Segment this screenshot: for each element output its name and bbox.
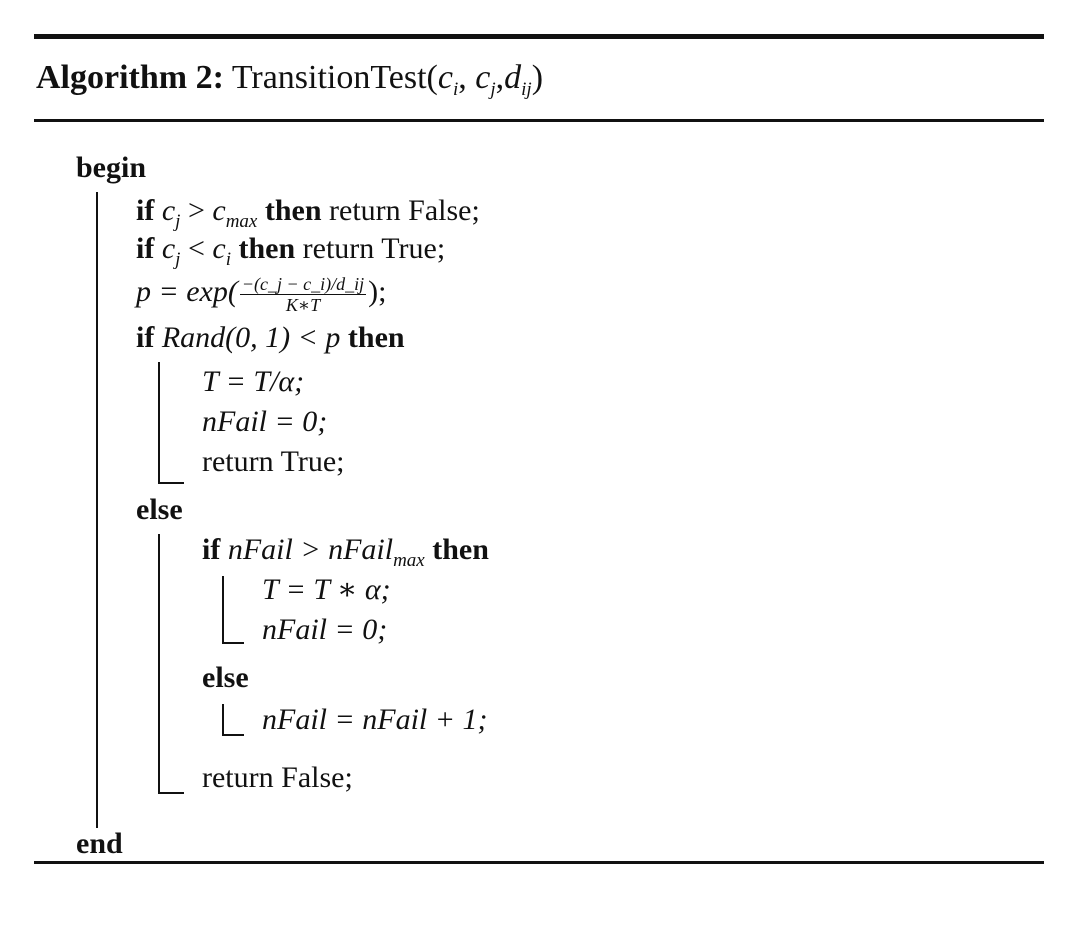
line-if-ci: if cj < ci then return True; <box>136 232 446 270</box>
else-block-bar <box>158 534 160 794</box>
param-d-ij: d <box>504 59 522 96</box>
param-c-i: c <box>437 59 453 96</box>
then-block-foot <box>158 482 184 484</box>
line-if-nfail: if nFail > nFailmax then <box>202 533 489 571</box>
bottom-rule <box>34 861 1044 864</box>
inner-then-foot <box>222 642 244 644</box>
algorithm-caption: Algorithm 2: TransitionTest(ci, cj,dij) <box>36 59 544 100</box>
line-return-false: return False; <box>202 761 353 794</box>
line-nfail-reset-1: nFail = 0; <box>202 405 328 438</box>
line-return-true: return True; <box>202 445 345 478</box>
caption-rule <box>34 119 1044 122</box>
algorithm-label: Algorithm 2: <box>36 59 224 96</box>
line-nfail-increment: nFail = nFail + 1; <box>262 703 488 736</box>
begin-block-bar <box>96 192 98 828</box>
inner-then-bar <box>222 576 224 644</box>
inner-else-bar <box>222 704 224 736</box>
param-c-j: c <box>475 59 491 96</box>
line-if-cmax: if cj > cmax then return False; <box>136 194 480 232</box>
else-keyword-outer: else <box>136 493 183 526</box>
line-temp-multiply: T = T ∗ α; <box>262 573 391 606</box>
end-keyword: end <box>76 827 123 860</box>
else-block-foot <box>158 792 184 794</box>
params-open: ( <box>426 59 438 96</box>
line-temp-divide: T = T/α; <box>202 365 305 398</box>
inner-else-foot <box>222 734 244 736</box>
begin-keyword: begin <box>76 151 147 184</box>
then-block-bar <box>158 362 160 484</box>
top-rule <box>34 34 1044 39</box>
params-close: ) <box>531 59 544 96</box>
algorithm-name: TransitionTest <box>231 59 427 96</box>
line-if-rand: if Rand(0, 1) < p then <box>136 321 405 354</box>
else-keyword-inner: else <box>202 661 249 694</box>
line-nfail-reset-2: nFail = 0; <box>262 613 388 646</box>
